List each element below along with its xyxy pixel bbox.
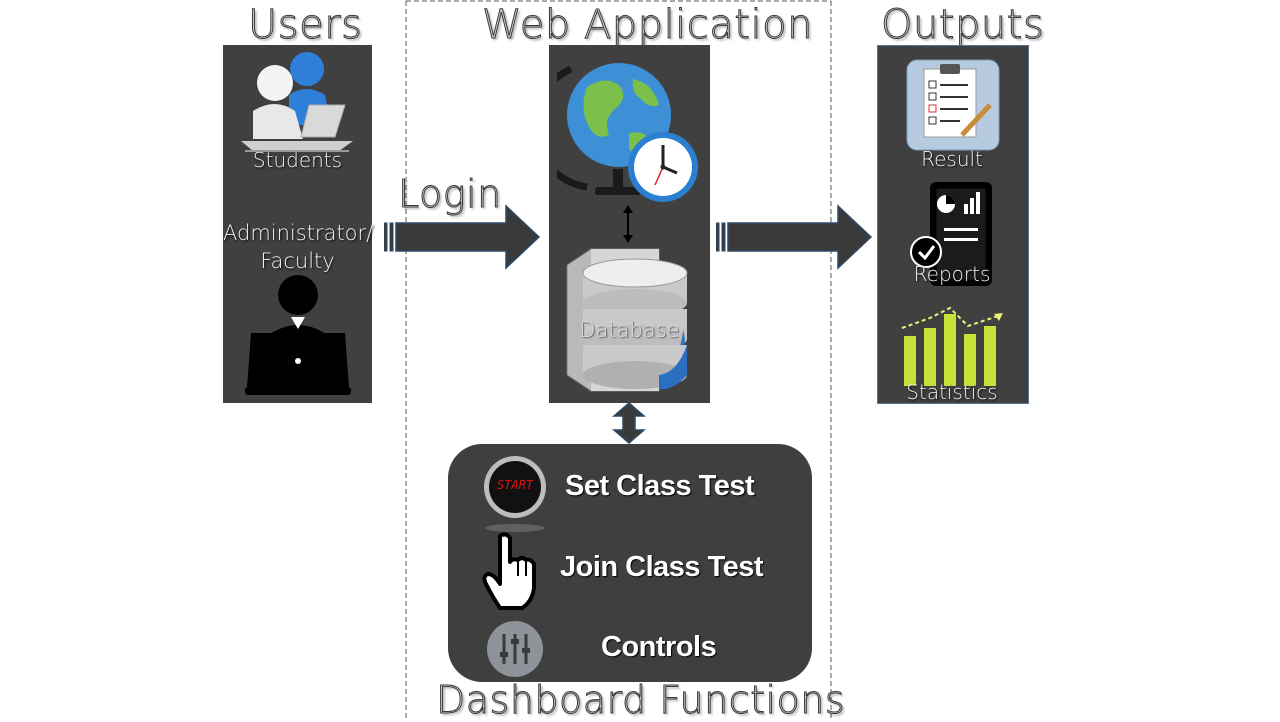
administrator-icon: [245, 275, 351, 395]
outputs-arrow: [716, 204, 873, 270]
login-arrow: [384, 204, 541, 270]
set-class-test-label: Set Class Test: [565, 470, 755, 502]
database-icon: [566, 248, 688, 392]
faculty-label-line2: Faculty: [260, 249, 335, 273]
database-label: Database: [579, 318, 680, 342]
reports-label: Reports: [913, 262, 991, 286]
result-clipboard-icon: [906, 59, 1000, 151]
controls-label: Controls: [601, 631, 717, 663]
users-panel: [223, 45, 372, 403]
web-application-heading: Web Application: [482, 2, 813, 49]
dashboard-functions-heading: Dashboard Functions: [435, 678, 846, 722]
join-class-test-label: Join Class Test: [560, 551, 764, 583]
dashboard-functions-panel: START: [448, 444, 812, 682]
result-label: Result: [921, 147, 983, 171]
users-heading: Users: [248, 2, 363, 49]
statistics-label: Statistics: [906, 380, 998, 404]
clock-icon: [628, 132, 698, 202]
statistics-chart-icon: [901, 306, 1003, 386]
globe-database-link-arrow: [623, 205, 633, 243]
pointing-hand-icon: [482, 532, 536, 610]
start-badge-text: START: [496, 478, 534, 492]
administrator-label-line1: Administrator/: [223, 221, 374, 245]
outputs-panel: [877, 45, 1029, 404]
web-application-panel: [549, 45, 710, 403]
controls-sliders-icon: [487, 621, 543, 677]
outputs-heading: Outputs: [880, 2, 1045, 49]
reports-icon: [910, 182, 992, 286]
login-label: Login: [398, 172, 502, 217]
database-dashboard-arrow: [612, 402, 646, 444]
students-icon: [241, 52, 353, 152]
start-button-icon: [484, 456, 546, 532]
students-label: Students: [252, 148, 343, 172]
